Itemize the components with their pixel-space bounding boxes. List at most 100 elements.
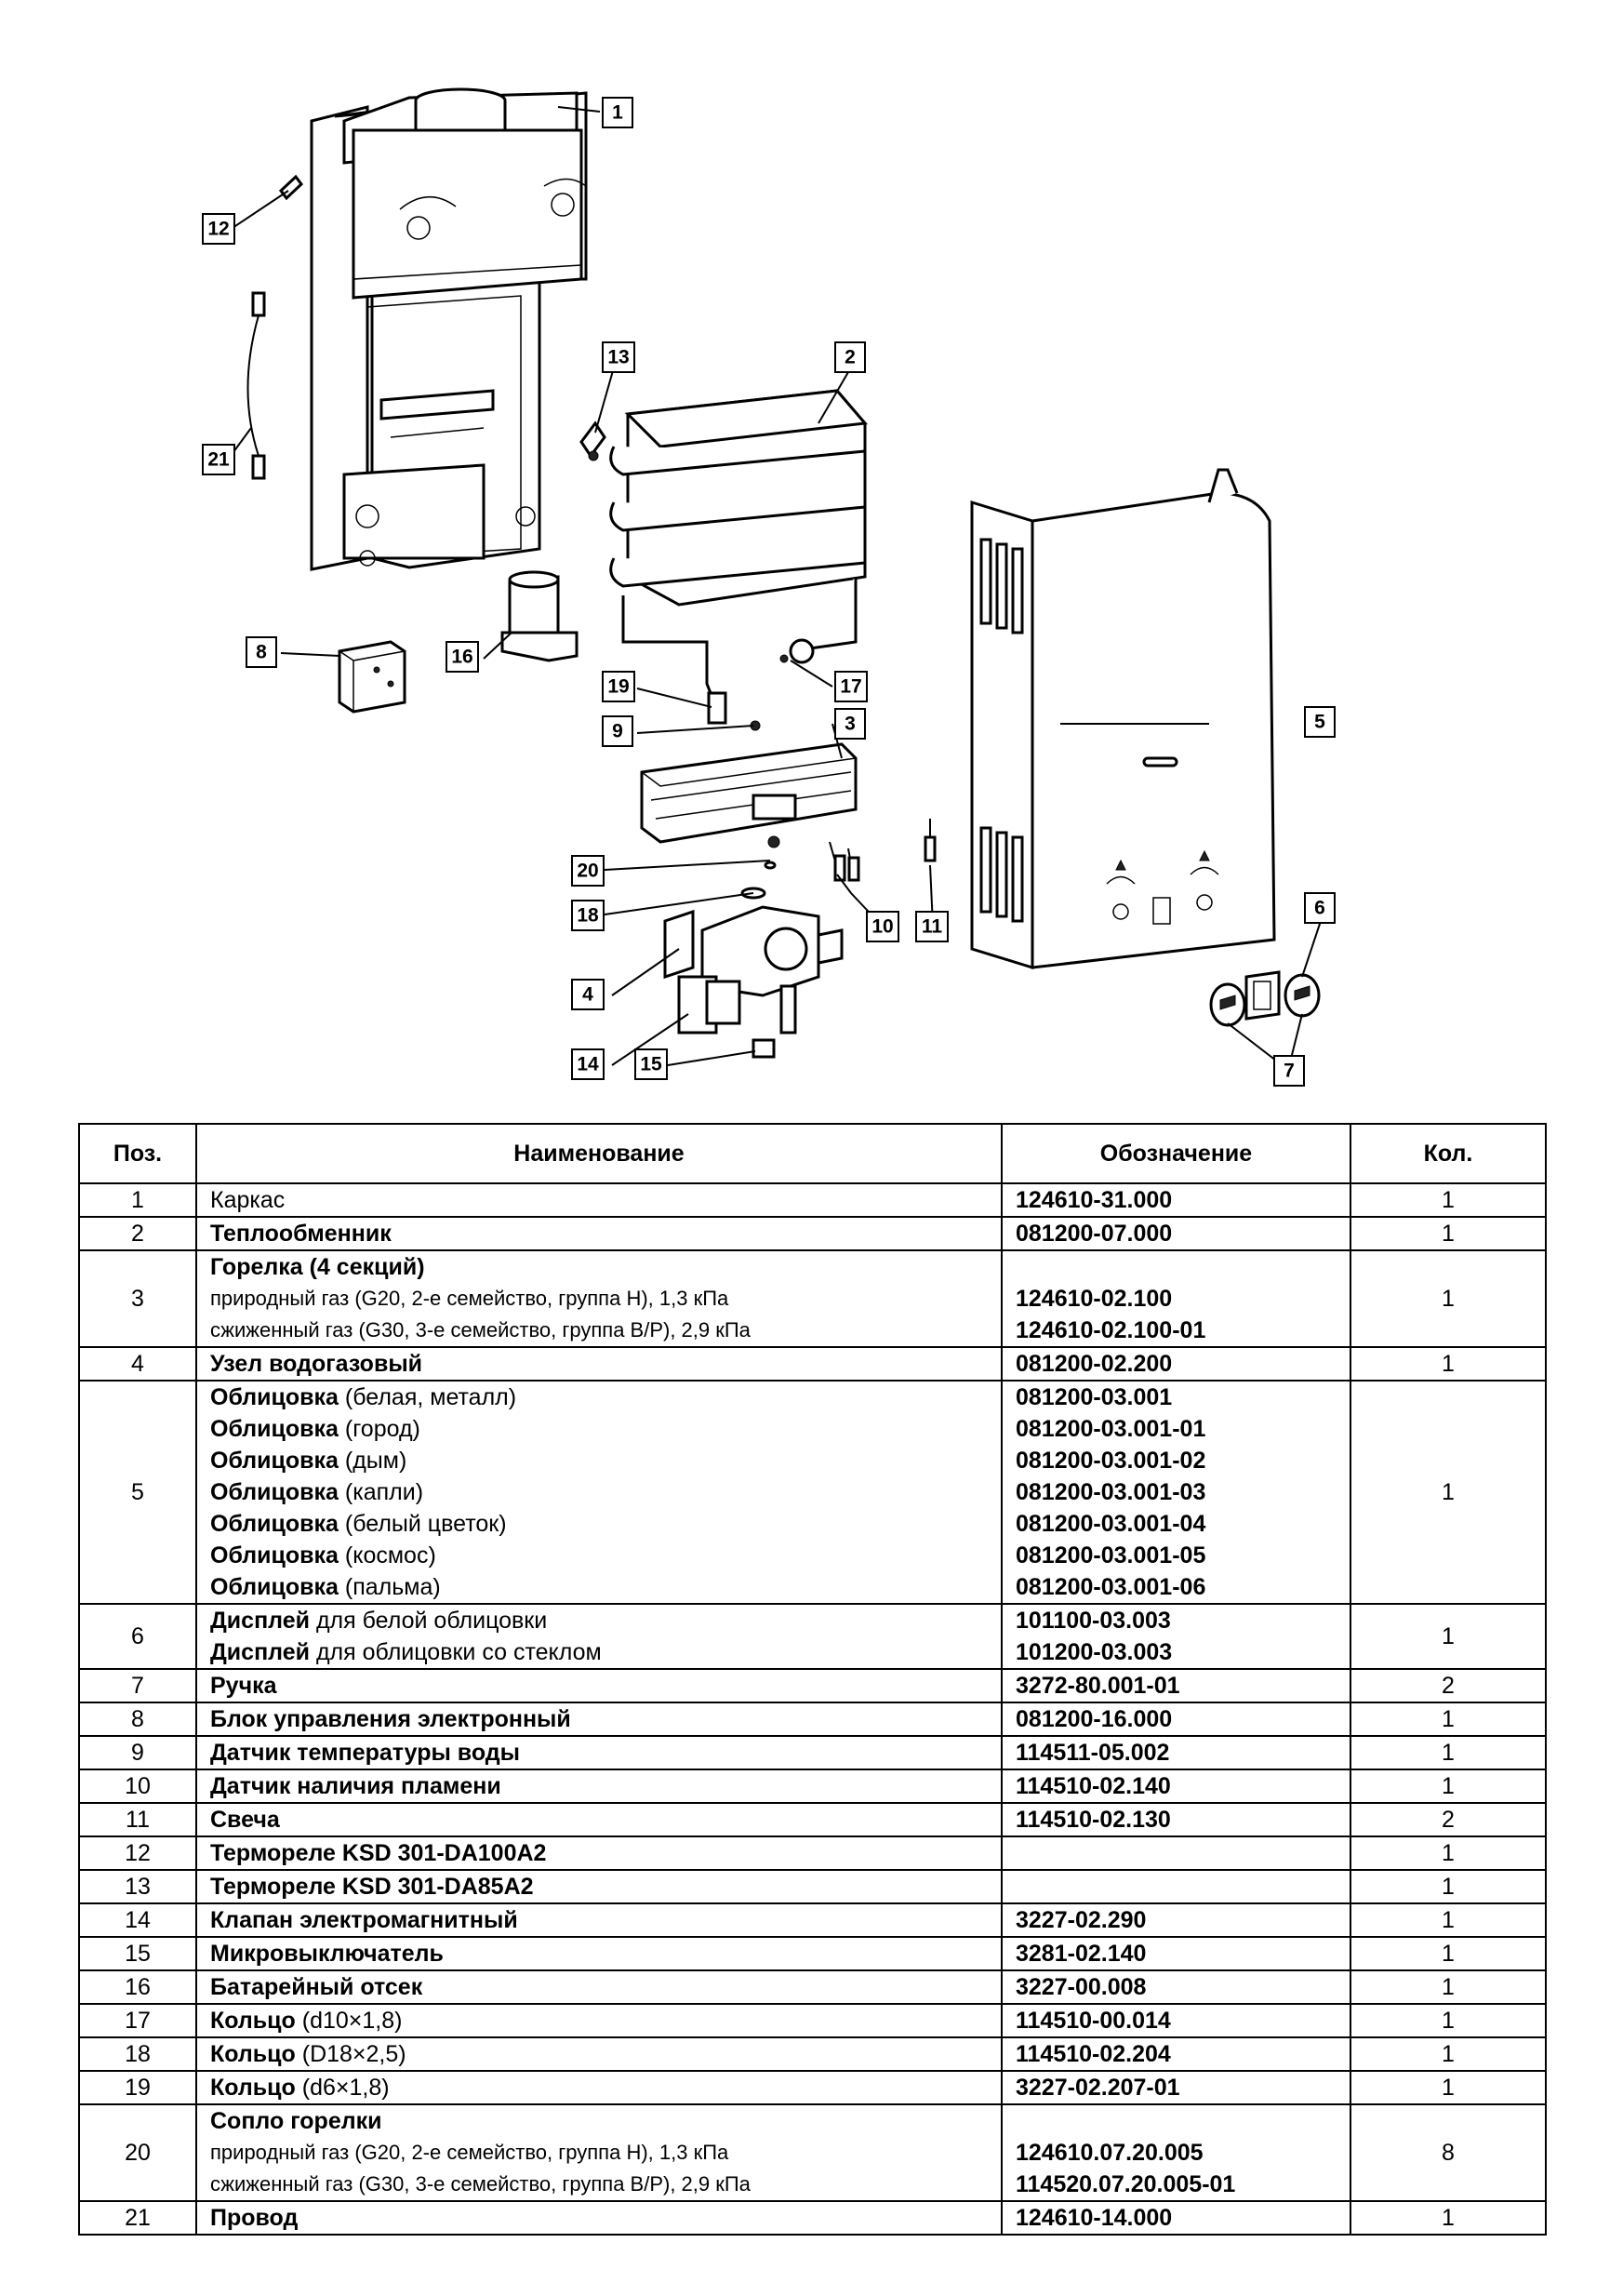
name-line: Сопло горелки [210,2105,988,2137]
code-line [1016,1871,1337,1902]
cell-code: 124610-02.100 124610-02.100-01 [1001,1249,1351,1348]
burner-part [640,742,858,848]
callout-6: 6 [1304,892,1336,924]
name-bold: Облицовка [210,1511,339,1537]
name-line: Дисплей для белой облицовки [210,1605,988,1636]
battery-compartment-part [500,570,579,662]
cell-pos: 21 [78,2200,197,2236]
cell-code: 3227-02.290 [1001,1902,1351,1938]
cell-name: Кольцо (D18×2,5) [195,2036,1003,2072]
microswitch-part [752,1038,776,1059]
svg-text:8: 8 [256,642,267,663]
callout-10: 10 [866,911,899,942]
header-qty: Кол. [1350,1123,1547,1184]
cell-name: Батарейный отсек [195,1969,1003,2005]
name-line: Датчик наличия пламени [210,1770,988,1802]
name-bold: Датчик температуры воды [210,1740,520,1766]
cell-code: 081200-02.200 [1001,1346,1351,1382]
name-bold: Теплообменник [210,1221,392,1247]
cell-name: Клапан электромагнитный [195,1902,1003,1938]
callout-21: 21 [202,444,235,475]
name-normal: для белой облицовки [310,1608,548,1634]
code-line: 081200-07.000 [1016,1221,1173,1247]
name-bold: Горелка (4 секций) [210,1254,425,1280]
svg-text:21: 21 [207,449,230,471]
code-line: 114510-02.140 [1016,1773,1171,1799]
name-line: Облицовка (город) [210,1413,988,1445]
name-bold: Дисплей [210,1608,311,1634]
name-normal: (d6×1,8) [295,2075,390,2101]
svg-text:10: 10 [871,916,893,938]
cell-name: Кольцо (d10×1,8) [195,2003,1003,2038]
svg-text:15: 15 [640,1054,662,1075]
name-line: Облицовка (капли) [210,1476,988,1508]
name-line: Горелка (4 секций) [210,1251,988,1283]
code-line: 081200-16.000 [1016,1706,1173,1732]
name-line: Кольцо (d10×1,8) [210,2005,988,2036]
cell-qty: 1 [1350,1702,1547,1737]
name-normal: (D18×2,5) [295,2041,406,2067]
code-line: 081200-03.001-03 [1016,1479,1206,1505]
name-bold: Кольцо [210,2075,296,2101]
svg-text:9: 9 [612,721,623,742]
name-bold: Сопло горелки [210,2108,382,2134]
cell-code: 081200-07.000 [1001,1216,1351,1251]
name-bold: Свеча [210,1807,280,1833]
cell-pos: 7 [78,1668,197,1703]
cell-qty: 1 [1350,1936,1547,1971]
code-line: 124610-02.100 [1016,1286,1173,1312]
name-bold: Клапан электромагнитный [210,1907,518,1933]
wire-part [246,291,266,480]
exploded-view-diagram: 1 2 3 4 5 6 7 8 9 10 11 12 13 14 15 16 1… [202,87,1336,1087]
cell-name: Теплообменник [195,1216,1003,1251]
cell-name: Узел водогазовый [195,1346,1003,1382]
name-bold: Облицовка [210,1416,339,1442]
name-line: Датчик температуры воды [210,1737,988,1769]
cell-pos: 4 [78,1346,197,1382]
cell-name: Каркас [195,1182,1003,1218]
cell-name: Термореле KSD 301-DA100A2 [195,1835,1003,1871]
name-bold: Облицовка [210,1479,339,1505]
name-bold: Облицовка [210,1448,339,1474]
code-line: 114520.07.20.005-01 [1016,2171,1236,2197]
svg-text:1: 1 [612,102,623,124]
name-bold: Микровыключатель [210,1941,444,1967]
name-line: природный газ (G20, 2-е семейство, групп… [210,1283,988,1315]
cell-code: 124610-14.000 [1001,2200,1351,2236]
callout-17: 17 [834,671,868,702]
code-line: 3227-00.008 [1016,1974,1147,2000]
cell-name: Термореле KSD 301-DA85A2 [195,1869,1003,1904]
cell-pos: 19 [78,2070,197,2105]
cell-name: Свеча [195,1802,1003,1837]
name-normal: (космос) [338,1542,436,1568]
cell-pos: 15 [78,1936,197,1971]
code-line: 124610-02.100-01 [1016,1317,1206,1343]
name-line: Батарейный отсек [210,1971,988,2003]
name-bold: Облицовка [210,1384,339,1410]
name-normal: природный газ (G20, 2-е семейство, групп… [210,2141,729,2164]
name-normal: (капли) [338,1479,424,1505]
cell-qty: 1 [1350,2003,1547,2038]
casing-part [970,468,1276,970]
svg-text:2: 2 [845,347,856,368]
name-line: сжиженный газ (G30, 3-е семейство, групп… [210,1315,988,1346]
cell-code: 114510-00.014 [1001,2003,1351,2038]
name-line: Теплообменник [210,1218,988,1249]
cell-qty: 1 [1350,1182,1547,1218]
cell-pos: 1 [78,1182,197,1218]
svg-text:4: 4 [582,984,593,1006]
svg-text:7: 7 [1284,1061,1295,1082]
code-line: 114510-02.130 [1016,1807,1171,1833]
cell-name: Провод [195,2200,1003,2236]
cell-code: 114510-02.130 [1001,1802,1351,1837]
name-bold: Узел водогазовый [210,1351,423,1377]
